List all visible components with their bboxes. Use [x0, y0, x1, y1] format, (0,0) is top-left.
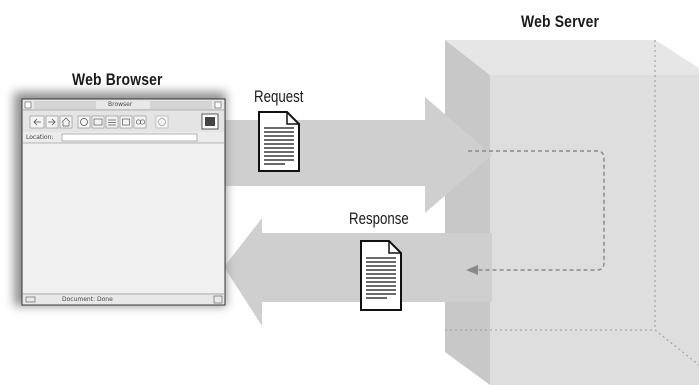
logo-icon — [201, 113, 219, 130]
server-hidden-edge — [654, 329, 699, 366]
find-icon[interactable] — [133, 115, 147, 129]
request-document-icon — [258, 111, 300, 172]
response-document-icon — [360, 240, 402, 311]
web-server-label: Web Server — [521, 12, 600, 31]
status-text: Document: Done — [62, 296, 113, 303]
request-label: Request — [254, 87, 304, 106]
response-arrow — [224, 218, 492, 326]
print-icon[interactable] — [119, 115, 133, 129]
web-browser-label: Web Browser — [72, 70, 163, 89]
reload-icon[interactable] — [77, 115, 91, 129]
back-icon[interactable] — [29, 115, 45, 129]
server-side-face — [445, 40, 490, 385]
response-label: Response — [349, 209, 409, 228]
close-box-icon[interactable] — [24, 101, 32, 109]
home-icon[interactable] — [59, 115, 73, 129]
browser-content-pane — [23, 144, 224, 294]
server-processing-path — [468, 150, 605, 271]
server-top-face — [445, 40, 699, 75]
title-bar-stripes — [34, 101, 212, 109]
location-label: Location: — [26, 134, 54, 141]
resize-grip-icon[interactable] — [213, 295, 223, 304]
processing-arrowhead — [466, 265, 478, 275]
server-front-face — [490, 75, 699, 385]
browser-window-title: Browser — [108, 101, 133, 108]
browser-window — [14, 92, 226, 306]
forward-icon[interactable] — [45, 115, 59, 129]
open-icon[interactable] — [105, 115, 119, 129]
zoom-box-icon[interactable] — [214, 101, 222, 109]
stop-icon[interactable] — [155, 115, 169, 129]
security-icon — [25, 296, 36, 303]
web-server — [445, 40, 699, 385]
window-title-bar — [23, 100, 224, 110]
location-field[interactable] — [61, 133, 198, 142]
status-bar — [23, 295, 224, 304]
images-icon[interactable] — [91, 115, 105, 129]
